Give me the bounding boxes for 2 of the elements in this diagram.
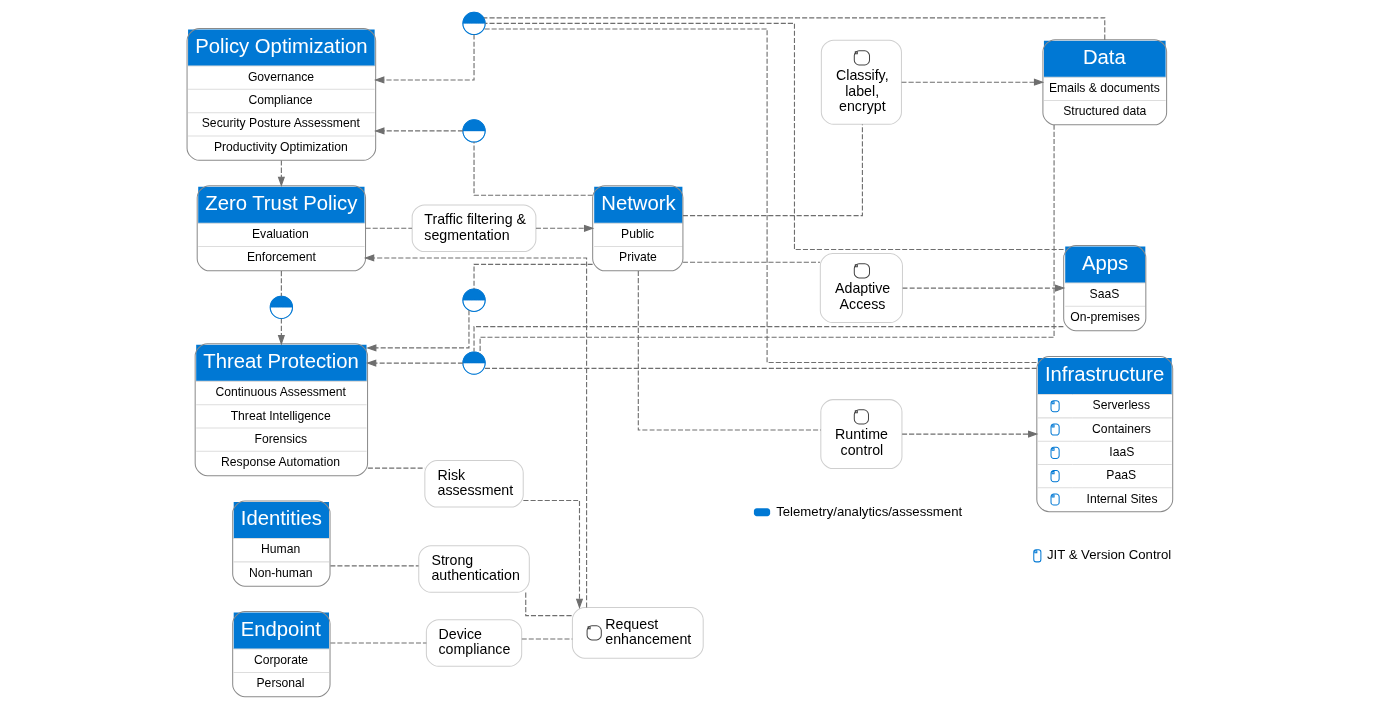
legend-label: JIT & Version Control — [1046, 547, 1172, 563]
legend-label: Telemetry/analytics/assessment — [776, 503, 963, 519]
